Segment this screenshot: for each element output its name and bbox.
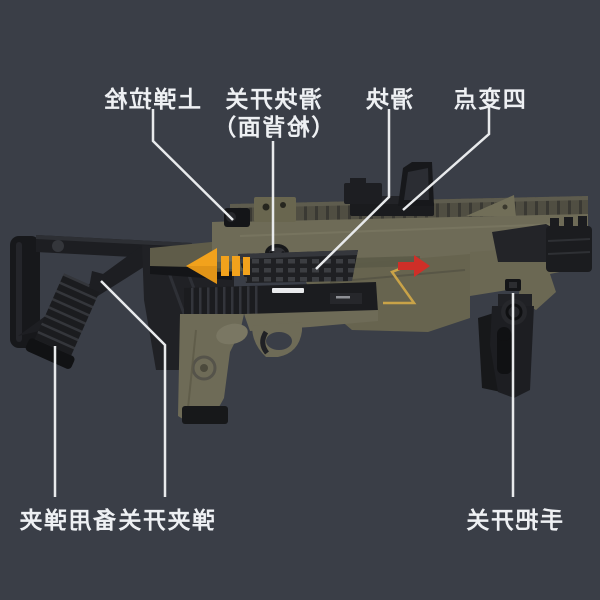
muzzle	[546, 216, 592, 272]
red-right-arrow-icon	[398, 255, 430, 277]
label-slide-switch-note: （枪背面）	[211, 114, 335, 140]
slide-cover	[238, 250, 358, 283]
label-spare-magazine: 备用弹夹	[18, 507, 116, 533]
label-grip-switch: 手把开关	[465, 507, 563, 533]
label-charging-bolt: 上弹拉栓	[103, 86, 201, 112]
leader-lines	[53, 107, 515, 497]
charging-handle	[224, 208, 250, 227]
leader-line-slide	[315, 109, 391, 270]
red-dot-sight	[344, 162, 434, 216]
foregrip	[478, 294, 534, 398]
grip-switch-button	[505, 279, 521, 291]
spare-magazine	[25, 273, 101, 369]
leader-line-magazine-switch	[100, 280, 167, 497]
insert-path-line	[383, 266, 417, 305]
label-four-change-point: 四变点	[452, 86, 526, 112]
label-slide: 滑块	[364, 86, 414, 112]
magazine-release-lever	[89, 271, 107, 293]
orange-left-arrow-icon	[186, 248, 250, 284]
front-sight	[466, 195, 516, 216]
leader-line-charging-bolt	[151, 109, 234, 221]
label-magazine-switch: 弹夹开关	[117, 507, 215, 533]
pistol	[178, 282, 378, 424]
rear-sight	[254, 197, 296, 222]
leader-line-four-change-point	[402, 107, 491, 211]
